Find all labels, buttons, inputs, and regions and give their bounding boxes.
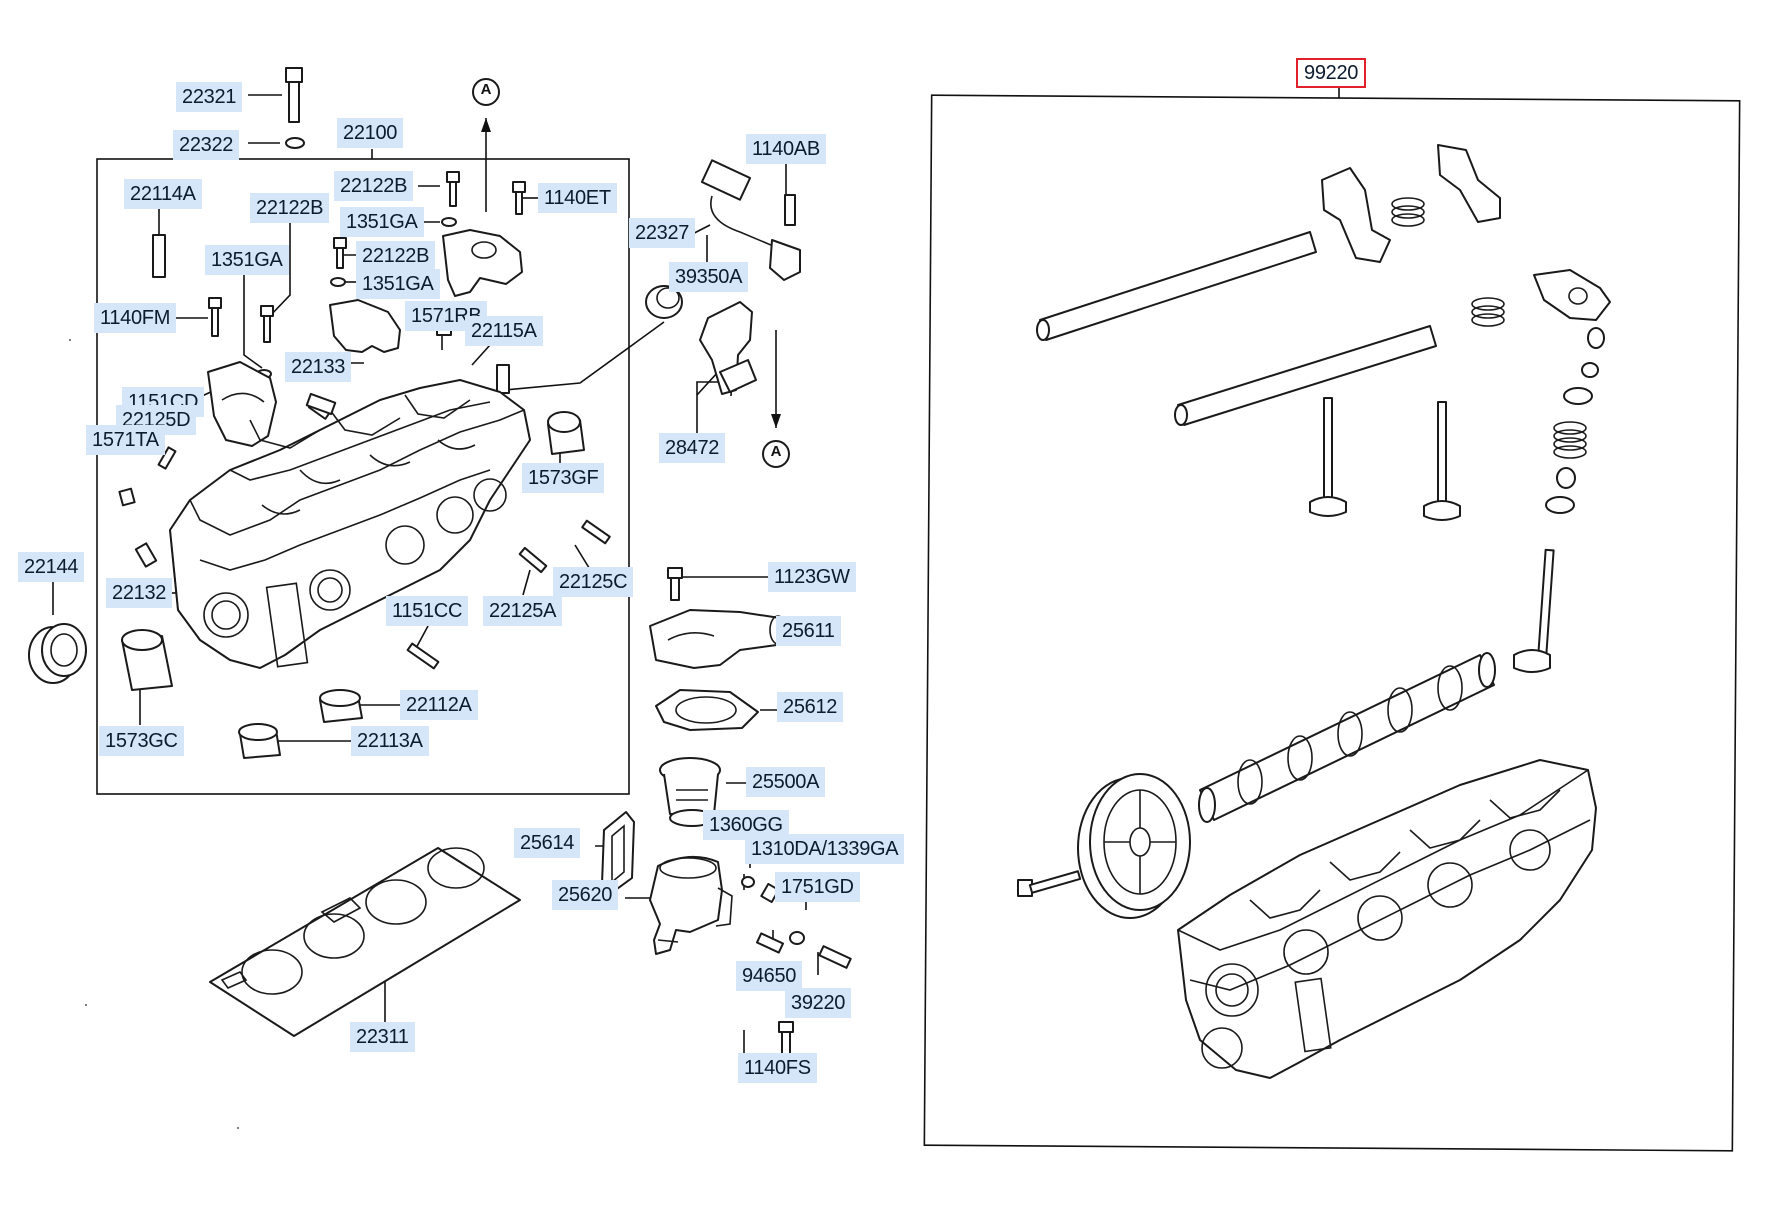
label-22115A[interactable]: 22115A [465,316,543,346]
label-1140ET[interactable]: 1140ET [538,183,617,213]
label-22114A[interactable]: 22114A [124,179,202,209]
washer-22322 [285,137,305,149]
detail-marker-label-bottom: A [770,443,782,460]
label-25500A[interactable]: 25500A [746,767,826,797]
label-28472[interactable]: 28472 [659,433,726,463]
temp-fittings [741,876,852,1057]
label-22311[interactable]: 22311 [350,1022,415,1052]
label-25620[interactable]: 25620 [552,880,619,910]
label-1351GA-left[interactable]: 1351GA [205,245,289,275]
label-39220[interactable]: 39220 [785,988,852,1018]
label-22125D[interactable]: 22125D [116,405,197,435]
label-1573GC[interactable]: 1573GC [99,726,184,756]
seal-1573GC [121,629,173,691]
plug-22113A [238,723,281,759]
detail-marker-label-top: A [480,81,492,98]
label-25614[interactable]: 25614 [514,828,581,858]
label-22322[interactable]: 22322 [173,130,240,160]
label-1123GW[interactable]: 1123GW [768,562,856,592]
bracket-28472 [699,301,757,395]
label-1351GA-mid[interactable]: 1351GA [356,269,440,299]
label-22133[interactable]: 22133 [285,352,352,382]
label-22125A[interactable]: 22125A [483,596,563,626]
plug-1573GF [547,411,585,455]
bolt-1123GW [667,567,683,601]
cam-sprocket [1077,773,1191,919]
label-1140FS[interactable]: 1140FS [738,1053,817,1083]
cam-carrier-rear [329,299,401,353]
label-94650[interactable]: 94650 [736,961,803,991]
label-1751GD[interactable]: 1751GD [775,872,860,902]
cam-cap-left [207,361,277,447]
valve-springs [1391,197,1587,459]
sprocket-bolt [1017,870,1082,897]
label-22122B-mid[interactable]: 22122B [356,241,436,271]
camshaft [1198,652,1496,823]
valves [1309,397,1555,673]
label-22113A[interactable]: 22113A [351,726,429,756]
rocker-shafts [1036,231,1437,426]
label-1140AB[interactable]: 1140AB [746,134,826,164]
water-outlet-25611 [649,609,787,669]
head-assembly-body [1177,759,1597,1079]
cylinder-head-body [169,379,531,669]
label-22122B-left[interactable]: 22122B [250,193,330,223]
detail-marker-bottom [762,440,790,468]
cylinder-head-group-frame [96,158,630,795]
label-1571TA[interactable]: 1571TA [86,425,165,455]
label-22144[interactable]: 22144 [18,552,85,582]
plug-22112A [319,689,363,723]
rocker-arms [1321,144,1611,321]
label-25612[interactable]: 25612 [777,692,844,722]
cam-carrier-front [442,229,523,297]
label-22327[interactable]: 22327 [629,218,696,248]
camshaft-seal-22327 [645,285,683,319]
label-22125C[interactable]: 22125C [553,567,634,597]
label-25611[interactable]: 25611 [776,616,841,646]
label-22132[interactable]: 22132 [106,578,173,608]
label-22321[interactable]: 22321 [176,82,243,112]
detail-marker-top [472,78,500,106]
cylinder-head-assy-frame [923,94,1741,1152]
cam-sensor-39350A [700,159,801,281]
label-1573GF[interactable]: 1573GF [522,463,605,493]
label-22100[interactable]: 22100 [337,118,404,148]
head-gasket-22311 [209,847,521,1037]
valve-keepers [1545,327,1605,514]
label-1351GA-top[interactable]: 1351GA [340,207,424,237]
thermostat-housing-25620 [649,855,733,955]
label-1140FM[interactable]: 1140FM [94,303,177,333]
plug-22144 [28,623,87,684]
label-1310DA-1339GA[interactable]: 1310DA/1339GA [745,834,905,864]
label-1151CC[interactable]: 1151CC [386,596,469,626]
label-99220[interactable]: 99220 [1296,58,1367,88]
sensor-22133 [305,392,337,416]
gasket-25612 [655,689,759,731]
detail-arrows [472,78,790,468]
label-22112A[interactable]: 22112A [400,690,478,720]
label-22122B-top[interactable]: 22122B [334,171,414,201]
label-39350A[interactable]: 39350A [669,262,749,292]
bolt-22321 [285,67,303,123]
